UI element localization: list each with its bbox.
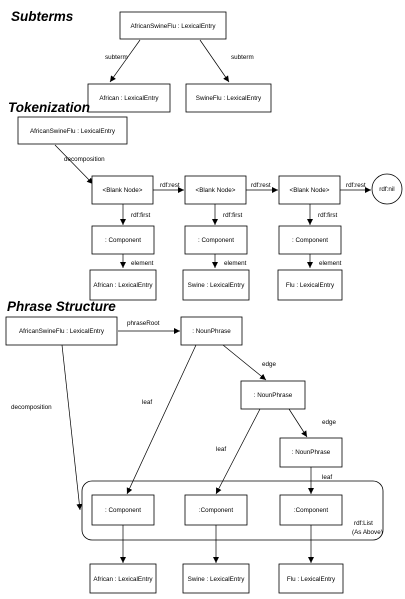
node-phrase-component-1: : Component: [91, 494, 155, 526]
node-rdf-nil: rdf:nil: [371, 173, 403, 205]
node-label: : NounPhrase: [292, 449, 331, 456]
edge-label-element3: element: [319, 260, 342, 267]
node-label: :Component: [294, 507, 329, 514]
node-nounphrase-1: : NounPhrase: [180, 316, 243, 346]
node-phrase-african: African : LexicalEntry: [89, 563, 157, 594]
edge-label-rest3: rdf:rest: [346, 182, 366, 189]
rdf-list-label: rdf:List: [354, 520, 373, 527]
edge-label-element1: element: [131, 260, 154, 267]
node-tokenization-component-3: : Component: [278, 225, 342, 255]
node-subterms-swineflu: SwineFlu : LexicalEntry: [185, 83, 272, 113]
edge-decomposition: [54, 144, 94, 185]
section-title-tokenization: Tokenization: [8, 100, 90, 115]
edge-subterm-right: [199, 39, 230, 83]
edge-label-decomposition: decomposition: [64, 156, 105, 163]
edge-subterm-left: [109, 39, 141, 83]
edge-label-phrase-root: phraseRoot: [127, 320, 160, 327]
node-label: : Component: [105, 237, 141, 244]
node-label: African : LexicalEntry: [93, 282, 153, 289]
node-label: : Component: [292, 237, 328, 244]
node-label: : NounPhrase: [254, 392, 293, 399]
node-blank-node-2: <Blank Node>: [184, 175, 247, 205]
node-label: AfricanSwineFlu : LexicalEntry: [19, 328, 105, 335]
edge-leaf1: [126, 344, 197, 495]
node-nounphrase-3: : NounPhrase: [279, 437, 343, 468]
node-label: Flu : LexicalEntry: [286, 282, 335, 289]
edge-leaf2: [215, 408, 261, 495]
node-label: : NounPhrase: [192, 328, 231, 335]
edge-label-subterm-left: subterm: [105, 54, 128, 61]
node-tokenization-component-1: : Component: [91, 225, 155, 255]
edge-label-first1: rdf:first: [131, 212, 150, 219]
node-tokenization-swine: Swine : LexicalEntry: [182, 269, 250, 301]
node-label: Swine : LexicalEntry: [188, 576, 246, 583]
edge-label-first2: rdf:first: [223, 212, 242, 219]
node-tokenization-flu: Flu : LexicalEntry: [277, 269, 343, 301]
node-label: AfricanSwineFlu : LexicalEntry: [130, 23, 216, 30]
node-label: <Blank Node>: [196, 187, 236, 194]
node-blank-node-3: <Blank Node>: [278, 175, 341, 205]
node-label: AfricanSwineFlu : LexicalEntry: [30, 128, 116, 135]
edge-label-subterm-right: subterm: [231, 54, 254, 61]
node-subterms-africanswineflu: AfricanSwineFlu : LexicalEntry: [119, 11, 227, 40]
edge-phrase-decomposition: [61, 344, 83, 511]
node-tokenization-africanswineflu: AfricanSwineFlu : LexicalEntry: [17, 116, 128, 145]
node-label: : Component: [198, 237, 234, 244]
edge-label-element2: element: [224, 260, 247, 267]
node-label: African : LexicalEntry: [99, 95, 159, 102]
rdf-list-subtitle: (As Above): [352, 529, 383, 536]
node-phrase-flu: Flu : LexicalEntry: [278, 563, 344, 594]
node-tokenization-african: African : LexicalEntry: [89, 269, 157, 301]
section-title-subterms: Subterms: [11, 9, 74, 24]
node-label: <Blank Node>: [290, 187, 330, 194]
node-label: Flu : LexicalEntry: [287, 576, 336, 583]
node-label: African : LexicalEntry: [93, 576, 153, 583]
node-tokenization-component-2: : Component: [184, 225, 248, 255]
edge-label-leaf3: leaf: [322, 474, 332, 481]
section-title-phrase-structure: Phrase Structure: [7, 299, 116, 314]
edge-label-leaf1: leaf: [142, 399, 152, 406]
edge-label-phrase-decomposition: decomposition: [11, 404, 52, 411]
edge-label-rest1: rdf:rest: [160, 182, 180, 189]
edge-label-first3: rdf:first: [318, 212, 337, 219]
node-blank-node-1: <Blank Node>: [91, 175, 154, 205]
edge-label-edge1: edge: [262, 361, 277, 368]
node-label: Swine : LexicalEntry: [188, 282, 246, 289]
edge-edge2: [288, 408, 308, 438]
node-phrase-africanswineflu: AfricanSwineFlu : LexicalEntry: [5, 316, 118, 346]
node-label: <Blank Node>: [103, 187, 143, 194]
node-label: rdf:nil: [379, 186, 394, 193]
node-label: : Component: [105, 507, 141, 514]
node-phrase-component-2: :Component: [184, 494, 248, 526]
edge-edge1: [222, 344, 267, 381]
edge-label-leaf2: leaf: [216, 446, 226, 453]
edge-label-rest2: rdf:rest: [251, 182, 271, 189]
node-phrase-swine: Swine : LexicalEntry: [182, 563, 250, 594]
node-subterms-african: African : LexicalEntry: [87, 83, 171, 113]
node-nounphrase-2: : NounPhrase: [240, 380, 306, 410]
node-label: SwineFlu : LexicalEntry: [196, 95, 262, 102]
node-label: :Component: [199, 507, 234, 514]
edge-label-edge2: edge: [322, 419, 337, 426]
node-phrase-component-3: :Component: [279, 494, 343, 526]
rdf-list-container: [81, 480, 384, 541]
